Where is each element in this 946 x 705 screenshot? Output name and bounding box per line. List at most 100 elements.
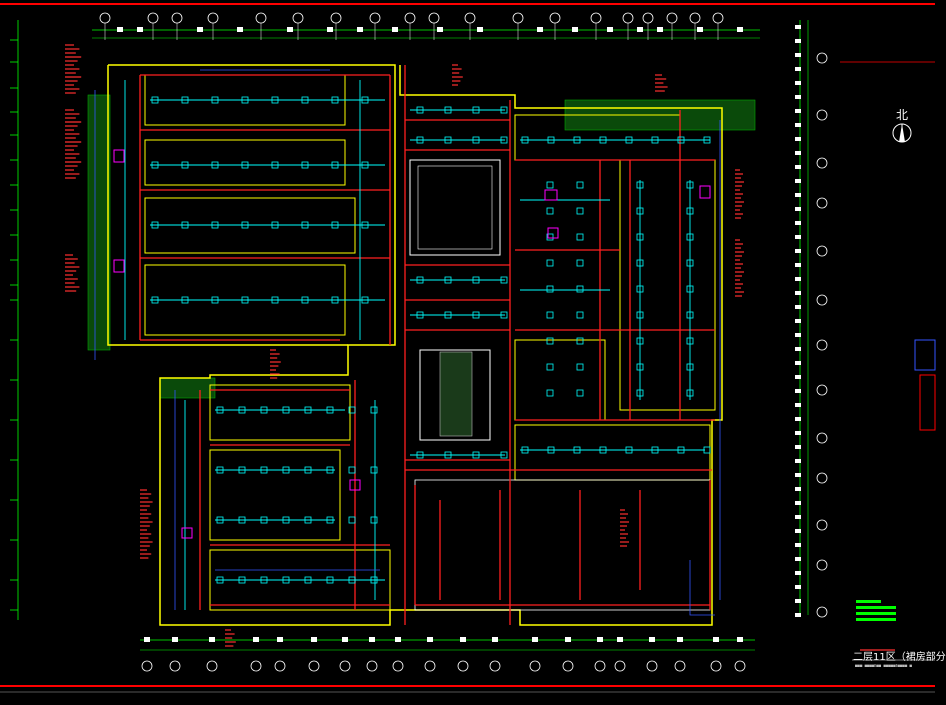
diffuser-icon [636, 233, 644, 241]
axis-bubble-icon [292, 12, 304, 24]
drawing-subtitle: ■■■ ■■■■Ⅱ■■ ■■■■■Ⅱ■■■■ ■ [855, 663, 912, 668]
north-arrow-icon [892, 123, 912, 143]
axis-marker [795, 235, 801, 239]
diffuser-icon [636, 363, 644, 371]
diffuser-icon [686, 181, 694, 189]
diffuser-icon [686, 363, 694, 371]
diffuser-icon [301, 161, 309, 169]
diffuser-icon [282, 406, 290, 414]
diffuser-icon [326, 576, 334, 584]
diffuser-icon [151, 96, 159, 104]
diffuser-icon [686, 311, 694, 319]
axis-marker [795, 487, 801, 491]
axis-bubble-icon [171, 12, 183, 24]
diffuser-icon [472, 451, 480, 459]
diffuser-icon [546, 233, 554, 241]
axis-bubble-icon [816, 606, 828, 618]
diffuser-icon [181, 96, 189, 104]
axis-bubble-icon [562, 660, 574, 672]
axis-marker [795, 431, 801, 435]
diffuser-icon [260, 576, 268, 584]
axis-marker [795, 109, 801, 113]
diffuser-icon [576, 259, 584, 267]
diffuser-icon [238, 466, 246, 474]
diffuser-icon [416, 451, 424, 459]
axis-marker [795, 319, 801, 323]
diffuser-icon [546, 389, 554, 397]
axis-marker [572, 27, 578, 32]
axis-marker [795, 193, 801, 197]
diffuser-icon [599, 136, 607, 144]
axis-marker [795, 221, 801, 225]
axis-bubble-icon [141, 660, 153, 672]
left-dimension-ruler [10, 20, 19, 620]
diffuser-icon [651, 446, 659, 454]
diffuser-icon [500, 276, 508, 284]
diffuser-icon [331, 96, 339, 104]
axis-marker [477, 27, 483, 32]
axis-bubble-icon [369, 12, 381, 24]
diffuser-icon [282, 516, 290, 524]
diffuser-icon [216, 516, 224, 524]
diffuser-icon [472, 106, 480, 114]
axis-marker [795, 39, 801, 43]
diffuser-icon [326, 406, 334, 414]
diffuser-icon [271, 96, 279, 104]
diffuser-icon [301, 96, 309, 104]
axis-marker [117, 27, 123, 32]
axis-marker [342, 637, 348, 642]
axis-marker [649, 637, 655, 642]
diffuser-icon [348, 406, 356, 414]
axis-marker [795, 585, 801, 589]
axis-marker [795, 501, 801, 505]
diffuser-icon [636, 389, 644, 397]
axis-marker [460, 637, 466, 642]
diffuser-icon [181, 161, 189, 169]
diffuser-icon [370, 576, 378, 584]
axis-marker [427, 637, 433, 642]
diffuser-icon [703, 136, 711, 144]
diffuser-icon [686, 259, 694, 267]
axis-bubble-icon [734, 660, 746, 672]
blue-lines [94, 69, 721, 616]
diffuser-icon [260, 406, 268, 414]
axis-bubble-icon [99, 12, 111, 24]
axis-marker [795, 543, 801, 547]
axis-marker [795, 25, 801, 29]
diffuser-icon [703, 446, 711, 454]
axis-marker [795, 473, 801, 477]
pipe-network [139, 65, 715, 625]
axis-marker [795, 263, 801, 267]
axis-marker [795, 305, 801, 309]
diffuser-icon [331, 221, 339, 229]
diffuser-icon [472, 276, 480, 284]
diffuser-icon [271, 296, 279, 304]
axis-bubble-icon [392, 660, 404, 672]
diffuser-icon [241, 96, 249, 104]
axis-bubble-icon [255, 12, 267, 24]
axis-bubble-icon [712, 12, 724, 24]
diffuser-icon [686, 207, 694, 215]
diffuser-icon [304, 406, 312, 414]
axis-bubble-icon [464, 12, 476, 24]
diffuser-icon [576, 181, 584, 189]
diffuser-icon [576, 389, 584, 397]
axis-marker [795, 599, 801, 603]
axis-marker [277, 637, 283, 642]
diffuser-icon [444, 276, 452, 284]
axis-marker [795, 95, 801, 99]
diffuser-icon [444, 106, 452, 114]
diffuser-icon [181, 221, 189, 229]
axis-marker [395, 637, 401, 642]
axis-bubble-icon [250, 660, 262, 672]
axis-bubble-icon [512, 12, 524, 24]
axis-bubble-icon [689, 12, 701, 24]
diffuser-icon [361, 161, 369, 169]
diffuser-icon [625, 136, 633, 144]
axis-bubble-icon [366, 660, 378, 672]
diffuser-icon [636, 311, 644, 319]
axis-bubble-icon [622, 12, 634, 24]
axis-marker [607, 27, 613, 32]
diffuser-icon [677, 446, 685, 454]
